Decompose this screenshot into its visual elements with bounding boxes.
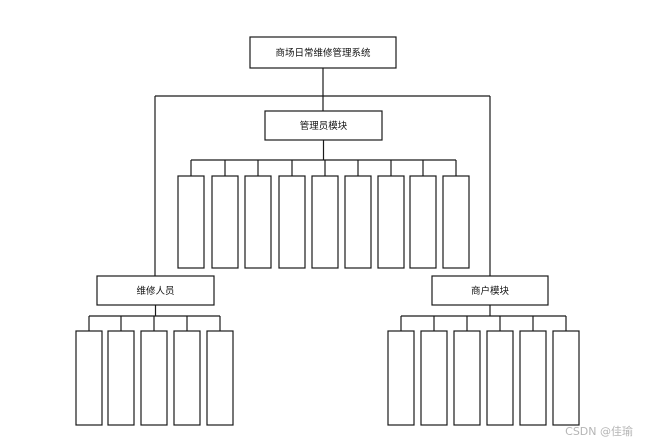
admin-child-box-frame — [344, 175, 372, 269]
merchant-child-box — [519, 330, 547, 426]
admin-child-box — [177, 175, 205, 269]
merchant-child-box-frame — [453, 330, 481, 426]
merchant-child-box — [420, 330, 448, 426]
admin-child-box — [377, 175, 405, 269]
admin-child-box — [311, 175, 339, 269]
merchant-module-frame — [431, 275, 549, 306]
connectors — [88, 68, 567, 331]
merchant-child-box — [486, 330, 514, 426]
merchant-child-box-frame — [387, 330, 415, 426]
merchant-child-box-frame — [552, 330, 580, 426]
repair-child-box — [206, 330, 234, 426]
merchant-child-box-frame — [486, 330, 514, 426]
admin-module-label: 管理员模块 — [300, 120, 348, 132]
merchant-child-box-frame — [420, 330, 448, 426]
admin-module: 管理员模块 — [264, 110, 383, 141]
repair-module: 维修人员 — [96, 275, 215, 306]
admin-child-box-frame — [177, 175, 205, 269]
repair-child-box-frame — [140, 330, 168, 426]
merchant-module: 商户模块 — [431, 275, 549, 306]
admin-child-box — [211, 175, 239, 269]
repair-child-box-frame — [75, 330, 103, 426]
merchant-child-box — [552, 330, 580, 426]
root-node-frame — [249, 36, 397, 69]
admin-child-box-frame — [244, 175, 272, 269]
admin-child-box — [244, 175, 272, 269]
watermark: CSDN @佳瑜 — [565, 425, 633, 438]
repair-child-box-frame — [173, 330, 201, 426]
root-node: 商场日常维修管理系统 — [249, 36, 397, 69]
admin-child-box — [278, 175, 306, 269]
admin-child-box-frame — [442, 175, 470, 269]
repair-module-frame — [96, 275, 215, 306]
admin-child-box — [409, 175, 437, 269]
admin-child-box-frame — [211, 175, 239, 269]
admin-child-box-frame — [409, 175, 437, 269]
admin-child-box-frame — [311, 175, 339, 269]
merchant-child-box-frame — [519, 330, 547, 426]
repair-child-box-frame — [206, 330, 234, 426]
merchant-child-box — [387, 330, 415, 426]
root-node-label: 商场日常维修管理系统 — [275, 47, 371, 59]
admin-child-box — [344, 175, 372, 269]
repair-module-label: 维修人员 — [136, 285, 174, 297]
admin-child-box-frame — [377, 175, 405, 269]
admin-module-frame — [264, 110, 383, 141]
repair-child-box-frame — [107, 330, 135, 426]
repair-child-box — [75, 330, 103, 426]
merchant-child-box — [453, 330, 481, 426]
repair-child-box — [107, 330, 135, 426]
merchant-module-label: 商户模块 — [471, 285, 510, 297]
repair-child-box — [173, 330, 201, 426]
admin-child-box — [442, 175, 470, 269]
repair-child-box — [140, 330, 168, 426]
admin-child-box-frame — [278, 175, 306, 269]
